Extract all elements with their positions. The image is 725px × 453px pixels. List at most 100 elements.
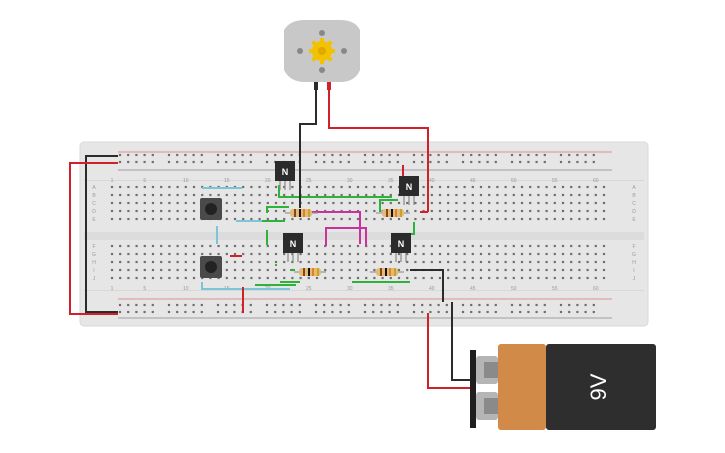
breadboard-hole[interactable]: [373, 276, 376, 280]
breadboard-hole[interactable]: [586, 185, 589, 189]
breadboard-hole[interactable]: [176, 310, 179, 314]
breadboard-hole[interactable]: [242, 201, 245, 205]
breadboard-hole[interactable]: [225, 252, 228, 256]
breadboard-hole[interactable]: [307, 185, 310, 189]
breadboard-hole[interactable]: [479, 244, 483, 248]
breadboard-hole[interactable]: [422, 185, 425, 189]
breadboard-hole[interactable]: [249, 303, 252, 307]
breadboard-hole[interactable]: [397, 276, 401, 280]
breadboard-hole[interactable]: [365, 252, 368, 256]
resistor[interactable]: [285, 209, 318, 217]
breadboard-hole[interactable]: [192, 160, 195, 164]
breadboard-hole[interactable]: [586, 201, 589, 205]
breadboard-hole[interactable]: [463, 268, 466, 272]
breadboard-hole[interactable]: [283, 217, 286, 221]
breadboard-hole[interactable]: [520, 268, 524, 272]
breadboard-hole[interactable]: [119, 193, 122, 197]
breadboard-hole[interactable]: [471, 209, 474, 213]
breadboard-hole[interactable]: [127, 310, 130, 314]
breadboard-hole[interactable]: [332, 201, 335, 205]
breadboard-hole[interactable]: [192, 193, 196, 197]
breadboard-hole[interactable]: [559, 153, 563, 157]
breadboard-hole[interactable]: [397, 201, 401, 205]
breadboard-hole[interactable]: [488, 185, 491, 189]
breadboard-hole[interactable]: [340, 260, 343, 264]
breadboard-hole[interactable]: [143, 303, 146, 307]
breadboard-hole[interactable]: [504, 268, 507, 272]
breadboard-hole[interactable]: [135, 201, 138, 205]
breadboard-hole[interactable]: [488, 209, 491, 213]
breadboard-hole[interactable]: [242, 185, 245, 189]
breadboard-hole[interactable]: [479, 268, 483, 272]
breadboard-hole[interactable]: [447, 209, 450, 213]
breadboard-hole[interactable]: [127, 153, 130, 157]
breadboard-hole[interactable]: [356, 276, 360, 280]
breadboard-hole[interactable]: [119, 185, 122, 189]
breadboard-hole[interactable]: [184, 268, 187, 272]
breadboard-hole[interactable]: [478, 303, 481, 307]
breadboard-hole[interactable]: [406, 252, 409, 256]
breadboard-hole[interactable]: [216, 153, 220, 157]
breadboard-hole[interactable]: [168, 260, 171, 264]
breadboard-hole[interactable]: [504, 185, 507, 189]
breadboard-hole[interactable]: [241, 160, 244, 164]
breadboard-hole[interactable]: [324, 276, 327, 280]
breadboard-hole[interactable]: [176, 276, 179, 280]
breadboard-hole[interactable]: [315, 217, 319, 221]
breadboard-hole[interactable]: [437, 310, 440, 314]
breadboard-hole[interactable]: [388, 160, 391, 164]
breadboard-hole[interactable]: [430, 201, 433, 205]
breadboard-hole[interactable]: [512, 217, 515, 221]
breadboard-hole[interactable]: [274, 260, 278, 264]
breadboard-hole[interactable]: [430, 217, 433, 221]
breadboard-hole[interactable]: [160, 201, 163, 205]
breadboard-hole[interactable]: [233, 201, 237, 205]
breadboard-hole[interactable]: [447, 201, 450, 205]
breadboard-hole[interactable]: [151, 160, 154, 164]
breadboard-hole[interactable]: [315, 252, 319, 256]
red-wires[interactable]: [230, 90, 476, 389]
breadboard-hole[interactable]: [430, 185, 433, 189]
breadboard-hole[interactable]: [397, 260, 401, 264]
breadboard-hole[interactable]: [233, 303, 236, 307]
breadboard-hole[interactable]: [396, 310, 399, 314]
breadboard-hole[interactable]: [332, 193, 335, 197]
breadboard-hole[interactable]: [209, 193, 212, 197]
breadboard-hole[interactable]: [535, 153, 538, 157]
breadboard-hole[interactable]: [339, 310, 342, 314]
breadboard-hole[interactable]: [602, 260, 606, 264]
breadboard-hole[interactable]: [381, 201, 384, 205]
breadboard-hole[interactable]: [520, 260, 524, 264]
breadboard-hole[interactable]: [192, 268, 196, 272]
breadboard-hole[interactable]: [340, 268, 343, 272]
breadboard-hole[interactable]: [455, 276, 458, 280]
breadboard-hole[interactable]: [151, 252, 155, 256]
breadboard-hole[interactable]: [340, 193, 343, 197]
breadboard-hole[interactable]: [594, 201, 597, 205]
breadboard-hole[interactable]: [471, 201, 474, 205]
breadboard-hole[interactable]: [545, 252, 548, 256]
breadboard-hole[interactable]: [135, 153, 138, 157]
breadboard-hole[interactable]: [340, 252, 343, 256]
breadboard-hole[interactable]: [414, 252, 417, 256]
breadboard-hole[interactable]: [258, 268, 261, 272]
breadboard-hole[interactable]: [455, 260, 458, 264]
breadboard-hole[interactable]: [258, 252, 261, 256]
breadboard-hole[interactable]: [373, 209, 376, 213]
transistor-q1[interactable]: N: [275, 161, 295, 190]
breadboard-hole[interactable]: [381, 260, 384, 264]
breadboard-hole[interactable]: [299, 217, 302, 221]
breadboard-hole[interactable]: [168, 268, 171, 272]
breadboard-hole[interactable]: [151, 310, 154, 314]
breadboard-hole[interactable]: [486, 303, 489, 307]
breadboard-hole[interactable]: [356, 193, 360, 197]
breadboard-hole[interactable]: [283, 276, 286, 280]
breadboard-hole[interactable]: [176, 201, 179, 205]
breadboard-hole[interactable]: [406, 201, 409, 205]
breadboard-hole[interactable]: [406, 276, 409, 280]
breadboard-hole[interactable]: [143, 252, 146, 256]
breadboard-hole[interactable]: [512, 252, 515, 256]
breadboard-hole[interactable]: [496, 244, 499, 248]
breadboard-hole[interactable]: [192, 217, 196, 221]
breadboard-hole[interactable]: [233, 193, 237, 197]
